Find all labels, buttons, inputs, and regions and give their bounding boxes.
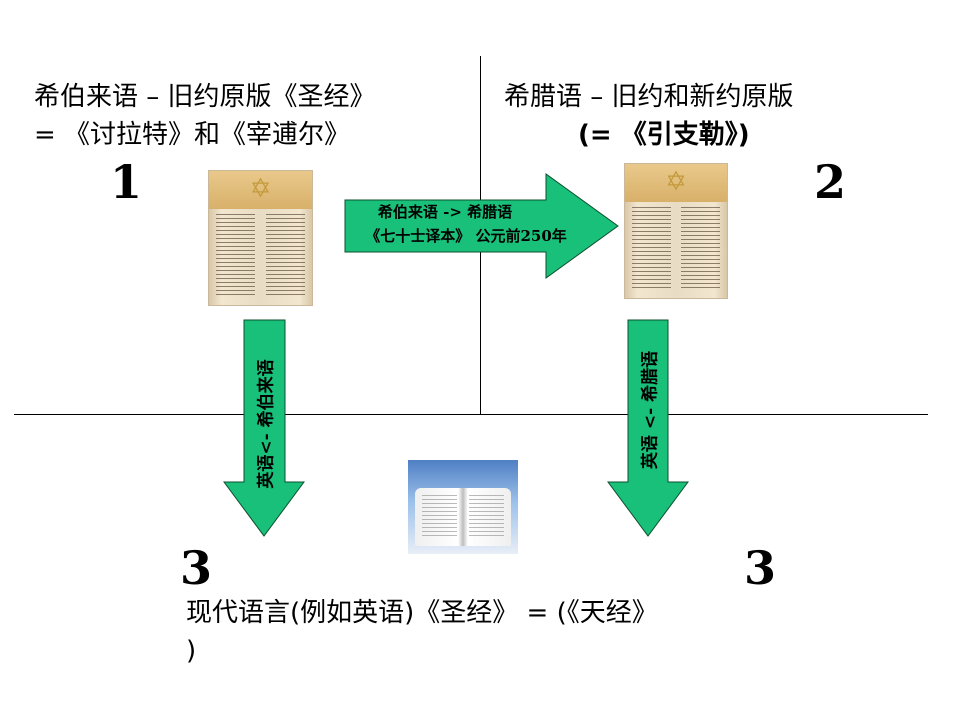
bible-text-left [422,495,458,536]
scroll-top-left [209,171,312,209]
scroll-text-column [632,206,671,290]
hebrew-caption-text: = 《讨拉特》和《宰逋尔》 [34,120,351,150]
right-arrow-translation [344,173,619,279]
torah-scroll-icon-left: ✡ [208,170,313,306]
bible-text-right [468,495,504,536]
greek-caption-line2: (= 《引支勒》) [578,120,750,150]
scroll-top-right [625,164,727,202]
bible-pages [414,488,512,547]
scroll-text-column [265,213,305,297]
translation-arrow-label-1: 希伯来语 -> 希腊语 [377,203,513,221]
horizontal-divider [14,414,928,415]
down-arrow-right [607,319,689,537]
star-of-david-icon: ✡ [665,166,687,197]
number-1: 1 [110,155,143,209]
left-down-arrow-label: 英语<- 希伯来语 [256,359,277,489]
hebrew-caption-line2: = 《讨拉特》和《宰逋尔》 [34,116,350,154]
scroll-text-column [216,213,256,297]
modern-caption-line2: ) [186,636,197,666]
scroll-text-column [681,206,720,290]
number-3-right: 3 [744,541,777,595]
modern-caption-line1: 现代语言(例如英语)《圣经》 = (《天经》 [186,598,658,628]
number-2: 2 [814,155,847,209]
right-down-arrow-label: 英语 <- 希腊语 [640,350,661,470]
greek-caption-line1: 希腊语 – 旧约和新约原版 [504,82,794,112]
star-of-david-icon: ✡ [249,173,272,204]
open-bible-icon [408,460,518,554]
number-3-left: 3 [180,541,213,595]
translation-arrow-label-2: 《七十士译本》 公元前250年 [365,227,567,245]
down-arrow-left [223,319,305,537]
torah-scroll-icon-right: ✡ [624,163,728,299]
hebrew-caption-line1: 希伯来语 – 旧约原版《圣经》 [34,82,376,112]
